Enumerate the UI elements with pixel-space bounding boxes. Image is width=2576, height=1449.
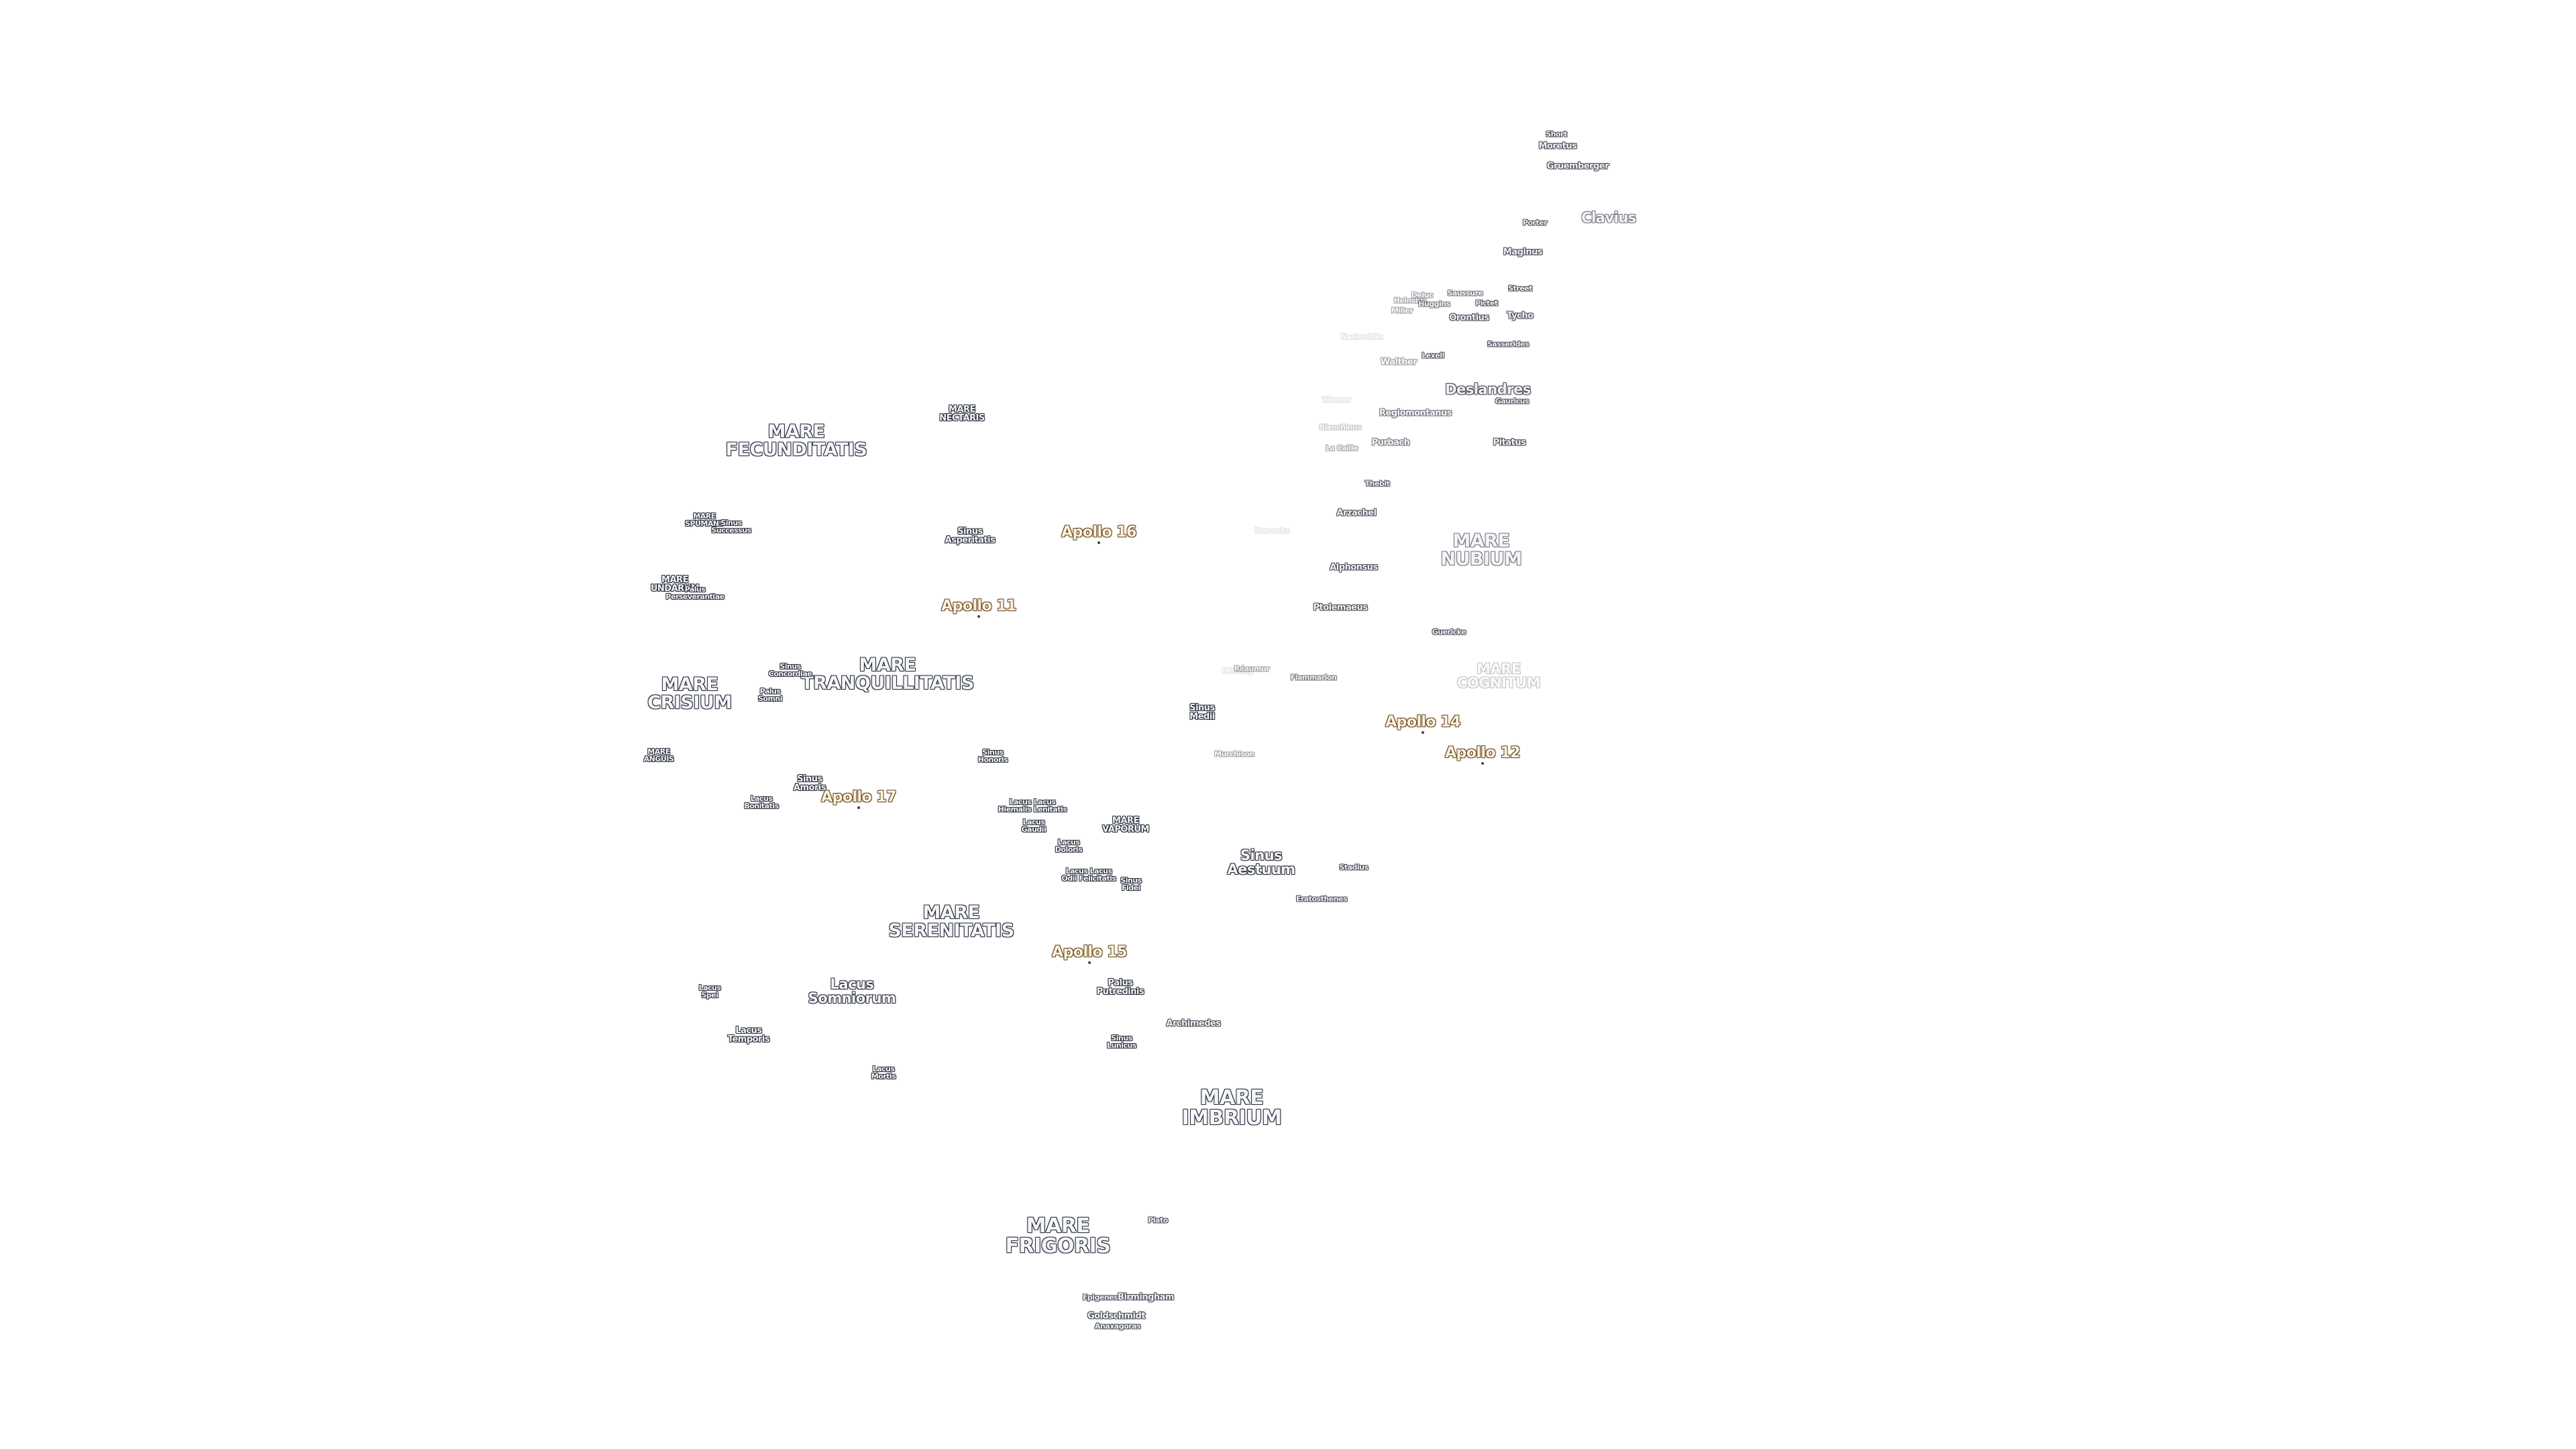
label-nasireddin: Nasireddin <box>1340 332 1383 341</box>
label-mare-nubium: MARE NUBIUM <box>1440 531 1522 570</box>
label-moretus: Moretus <box>1538 141 1577 152</box>
label-gruemberger: Gruemberger <box>1546 161 1609 172</box>
landing-site-marker-icon <box>1097 541 1100 544</box>
label-palus-putredinis: Palus Putredinis <box>1096 978 1144 997</box>
label-maginus: Maginus <box>1503 247 1543 258</box>
label-short: Short <box>1546 129 1567 139</box>
label-lacus-odii: Lacus Lacus Odii Felicitatis <box>1061 867 1116 883</box>
landing-site-marker-icon <box>857 806 860 809</box>
label-street: Street <box>1508 284 1532 293</box>
label-blanchinus: Blanchinus <box>1319 423 1362 432</box>
label-mare-vaporum: MARE VAPORUM <box>1102 816 1149 835</box>
label-gauricus: Gauricus <box>1495 396 1529 406</box>
landing-site-label: Apollo 17 <box>821 789 896 806</box>
label-sinus-honoris: Sinus Honoris <box>977 748 1008 764</box>
label-werner: Werner <box>1322 395 1351 405</box>
label-mare-nectaris: MARE NECTARIS <box>939 405 985 423</box>
label-heinsius: Heinsius <box>1393 296 1427 305</box>
landing-site-label: Apollo 11 <box>941 598 1016 614</box>
label-lacus-spei: Lacus Spei <box>698 983 721 1000</box>
label-lexell: Lexell <box>1421 351 1444 360</box>
label-deslandres: Deslandres <box>1445 381 1531 398</box>
label-walther: Walther <box>1380 357 1417 368</box>
label-sinus-aestuum: Sinus Aestuum <box>1227 847 1295 877</box>
label-mare-fecunditatis: MARE FECUNDITATIS <box>725 421 867 460</box>
label-thebit: Thebit <box>1364 479 1390 488</box>
label-mare-spumans: MARE SPUMANS <box>684 512 724 528</box>
label-clavius: Clavius <box>1581 209 1636 226</box>
label-mosting: Mösting <box>1222 666 1254 676</box>
label-miller: Miller <box>1391 306 1413 315</box>
label-palus-perseverantiae: Palus Perseverantiae <box>665 585 724 601</box>
landing-site-label: Apollo 14 <box>1385 714 1460 731</box>
label-lacus-bonitatis: Lacus Bonitatis <box>744 794 779 810</box>
landing-site-label: Apollo 12 <box>1445 745 1520 761</box>
label-mare-crisium: MARE CRISIUM <box>647 674 732 713</box>
label-murchison: Murchison <box>1214 749 1254 759</box>
label-lacus-gaudii: Lacus Gaudii <box>1021 818 1046 834</box>
label-lacus-doloris: Lacus Doloris <box>1055 838 1083 854</box>
landing-site-apollo-14: Apollo 14 <box>1385 715 1460 734</box>
label-sasserides: Sasserides <box>1487 339 1529 349</box>
label-purbach: Purbach <box>1371 437 1410 448</box>
label-lacus-somniorum: Lacus Somniorum <box>808 976 896 1006</box>
landing-site-label: Apollo 16 <box>1061 524 1136 541</box>
label-saussure: Saussure <box>1447 288 1484 298</box>
label-eratosthenes: Eratosthenes <box>1295 894 1348 904</box>
landing-site-apollo-11: Apollo 11 <box>941 599 1016 618</box>
label-ptolemaeus: Ptolemaeus <box>1313 602 1368 613</box>
landing-site-marker-icon <box>1481 762 1484 765</box>
landing-site-marker-icon <box>977 615 980 618</box>
label-stadius: Stadius <box>1339 863 1368 872</box>
label-lacus-hiemalis: Lacus Lacus Hiemalis Lenitatis <box>998 798 1067 814</box>
landing-site-apollo-16: Apollo 16 <box>1061 525 1136 544</box>
label-sinus-amoris: Sinus Amoris <box>793 774 826 793</box>
label-plato: Plato <box>1148 1216 1168 1225</box>
label-guericke: Guericke <box>1432 627 1466 637</box>
label-deluc: Deluc <box>1411 290 1434 300</box>
label-sinus-lunicus: Sinus Lunicus <box>1107 1034 1136 1050</box>
label-sinus-asperitatis: Sinus Asperitatis <box>945 527 996 545</box>
label-goldschmidt: Goldschmidt <box>1087 1311 1146 1322</box>
label-mare-tranquillitatis: MARE TRANQUILLITATIS <box>801 655 974 694</box>
landing-site-marker-icon <box>1421 731 1424 734</box>
label-epigenes: Epigenes <box>1082 1293 1118 1302</box>
label-arzachel: Arzachel <box>1336 508 1377 519</box>
landing-site-apollo-17: Apollo 17 <box>821 790 896 809</box>
label-pitatus: Pitatus <box>1493 437 1526 448</box>
label-lacus-temporis: Lacus Temporis <box>727 1026 770 1044</box>
label-sinus-successus: Sinus Successus <box>711 519 751 535</box>
label-pictet: Pictet <box>1475 299 1498 308</box>
label-anaxagoras: Anaxagoras <box>1094 1322 1141 1331</box>
label-sinus-fidei: Sinus Fidei <box>1120 876 1142 892</box>
label-hipparchus: Horrocks <box>1254 526 1289 535</box>
label-mare-imbrium: MARE IMBRIUM <box>1181 1086 1282 1130</box>
landing-site-apollo-12: Apollo 12 <box>1445 746 1520 765</box>
label-archimedes: Archimedes <box>1166 1018 1221 1029</box>
label-sinus-medii: Sinus Medii <box>1189 703 1215 722</box>
landing-site-label: Apollo 15 <box>1052 944 1127 961</box>
label-lacus-mortis: Lacus Mortis <box>871 1065 896 1081</box>
label-porter: Porter <box>1522 218 1548 227</box>
label-flammarion: Flammarion <box>1290 673 1337 682</box>
label-mare-frigoris: MARE FRIGORIS <box>1005 1214 1111 1258</box>
label-reaumur: Réaumur <box>1234 664 1270 674</box>
label-birmingham: Birmingham <box>1118 1292 1174 1303</box>
label-sinus-concordiae: Sinus Concordiae <box>768 662 812 678</box>
label-alphonsus: Alphonsus <box>1330 562 1378 573</box>
label-mare-serenitatis: MARE SERENITATIS <box>888 902 1014 941</box>
label-mare-cognitum: MARE COGNITUM <box>1456 661 1541 691</box>
label-orontius: Orontius <box>1449 313 1489 323</box>
label-palus-somni: Palus Somni <box>757 687 783 703</box>
landing-site-marker-icon <box>1087 961 1091 964</box>
label-mare-anguis: MARE ANGUIS <box>643 747 674 763</box>
label-huggins: Huggins <box>1418 299 1450 309</box>
landing-site-apollo-15: Apollo 15 <box>1052 945 1127 964</box>
label-lacaille: La Caille <box>1325 443 1358 453</box>
label-tycho: Tycho <box>1507 311 1534 321</box>
label-regiomontanus: Regiomontanus <box>1379 408 1452 419</box>
label-mare-undarum: MARE UNDARUM <box>650 575 700 594</box>
